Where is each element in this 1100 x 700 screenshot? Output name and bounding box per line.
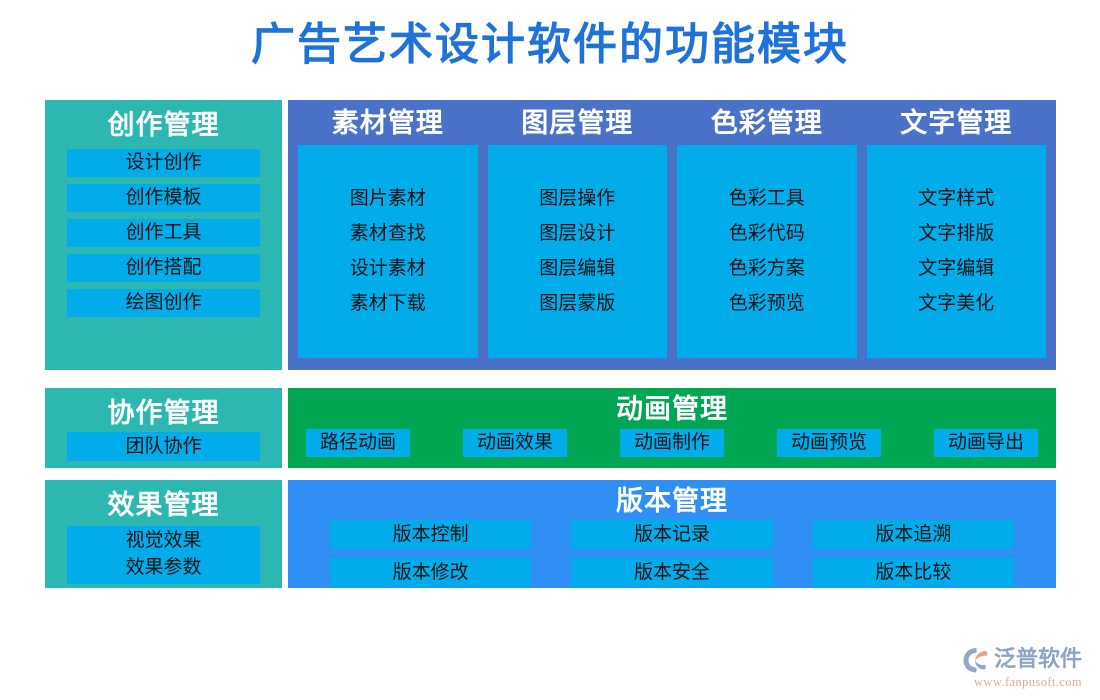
text-management-box: 文字样式 文字排版 文字编辑 文字美化 xyxy=(866,145,1046,358)
logo-website-url: www.fanpusoft.com xyxy=(973,675,1083,689)
layer-item-design[interactable]: 图层设计 xyxy=(539,223,616,244)
effect-management-panel: 效果管理 视觉效果 效果参数 xyxy=(45,480,282,588)
version-item-modify[interactable]: 版本修改 xyxy=(330,558,532,587)
text-item-style[interactable]: 文字样式 xyxy=(918,188,995,209)
version-management-title: 版本管理 xyxy=(616,486,728,516)
layer-item-edit[interactable]: 图层编辑 xyxy=(539,258,616,279)
material-layer-color-text-panel: 素材管理 图片素材 素材查找 设计素材 素材下载 图层管理 图层操作 图层设计 … xyxy=(288,100,1056,370)
version-item-trace[interactable]: 版本追溯 xyxy=(812,520,1014,549)
text-management-title: 文字管理 xyxy=(900,108,1013,138)
creation-item-tools[interactable]: 创作工具 xyxy=(67,219,260,247)
color-management-title: 色彩管理 xyxy=(710,108,823,138)
animation-item-preview[interactable]: 动画预览 xyxy=(776,429,881,457)
text-management-column: 文字管理 文字样式 文字排版 文字编辑 文字美化 xyxy=(866,106,1046,358)
material-item-search[interactable]: 素材查找 xyxy=(349,223,426,244)
layer-management-title: 图层管理 xyxy=(521,108,634,138)
material-item-design[interactable]: 设计素材 xyxy=(349,258,426,279)
layer-item-mask[interactable]: 图层蒙版 xyxy=(539,293,616,314)
effect-item-parameters[interactable]: 效果参数 xyxy=(125,557,202,578)
version-item-security[interactable]: 版本安全 xyxy=(571,558,773,587)
animation-item-export[interactable]: 动画导出 xyxy=(933,429,1038,457)
logo-top-row: 泛普软件 xyxy=(962,645,1094,675)
version-management-panel: 版本管理 版本控制 版本记录 版本追溯 版本修改 版本安全 版本比较 xyxy=(288,480,1056,588)
color-item-code[interactable]: 色彩代码 xyxy=(728,223,805,244)
version-items-grid: 版本控制 版本记录 版本追溯 版本修改 版本安全 版本比较 xyxy=(300,520,1044,587)
animation-items-row: 路径动画 动画效果 动画制作 动画预览 动画导出 xyxy=(300,429,1044,457)
effect-management-title: 效果管理 xyxy=(107,490,220,520)
animation-management-title: 动画管理 xyxy=(616,394,728,424)
layer-management-column: 图层管理 图层操作 图层设计 图层编辑 图层蒙版 xyxy=(487,106,667,358)
collaboration-item-team[interactable]: 团队协作 xyxy=(67,432,260,461)
collaboration-management-panel: 协作管理 团队协作 xyxy=(45,388,282,468)
text-item-layout[interactable]: 文字排版 xyxy=(918,223,995,244)
effect-items-box[interactable]: 视觉效果 效果参数 xyxy=(67,526,260,584)
version-item-control[interactable]: 版本控制 xyxy=(330,520,532,549)
creation-item-template[interactable]: 创作模板 xyxy=(67,184,260,212)
page-title: 广告艺术设计软件的功能模块 xyxy=(251,20,849,69)
material-management-column: 素材管理 图片素材 素材查找 设计素材 素材下载 xyxy=(298,106,478,358)
creation-management-title: 创作管理 xyxy=(107,110,220,140)
animation-management-panel: 动画管理 路径动画 动画效果 动画制作 动画预览 动画导出 xyxy=(288,388,1056,468)
collaboration-management-title: 协作管理 xyxy=(107,398,220,428)
text-item-edit[interactable]: 文字编辑 xyxy=(918,258,995,279)
color-item-tools[interactable]: 色彩工具 xyxy=(728,188,805,209)
effect-item-visual[interactable]: 视觉效果 xyxy=(125,530,202,551)
layer-item-operations[interactable]: 图层操作 xyxy=(539,188,616,209)
animation-item-path[interactable]: 路径动画 xyxy=(306,429,411,457)
creation-management-panel: 创作管理 设计创作 创作模板 创作工具 创作搭配 绘图创作 xyxy=(45,100,282,370)
brand-logo: 泛普软件 www.fanpusoft.com xyxy=(962,645,1094,693)
material-item-images[interactable]: 图片素材 xyxy=(349,188,426,209)
animation-item-production[interactable]: 动画制作 xyxy=(619,429,724,457)
logo-company-name: 泛普软件 xyxy=(994,647,1083,672)
version-item-record[interactable]: 版本记录 xyxy=(571,520,773,549)
version-item-compare[interactable]: 版本比较 xyxy=(812,558,1014,587)
creation-item-design[interactable]: 设计创作 xyxy=(67,149,260,177)
color-management-box: 色彩工具 色彩代码 色彩方案 色彩预览 xyxy=(677,145,857,358)
fanpu-logo-icon xyxy=(962,646,992,674)
creation-item-drawing[interactable]: 绘图创作 xyxy=(67,289,260,317)
material-item-download[interactable]: 素材下载 xyxy=(349,293,426,314)
material-management-title: 素材管理 xyxy=(331,108,444,138)
animation-item-effects[interactable]: 动画效果 xyxy=(462,429,567,457)
creation-item-matching[interactable]: 创作搭配 xyxy=(67,254,260,282)
material-management-box: 图片素材 素材查找 设计素材 素材下载 xyxy=(298,145,478,358)
layer-management-box: 图层操作 图层设计 图层编辑 图层蒙版 xyxy=(487,145,667,358)
color-management-column: 色彩管理 色彩工具 色彩代码 色彩方案 色彩预览 xyxy=(677,106,857,358)
color-item-scheme[interactable]: 色彩方案 xyxy=(728,258,805,279)
text-item-beautify[interactable]: 文字美化 xyxy=(918,293,995,314)
color-item-preview[interactable]: 色彩预览 xyxy=(728,293,805,314)
